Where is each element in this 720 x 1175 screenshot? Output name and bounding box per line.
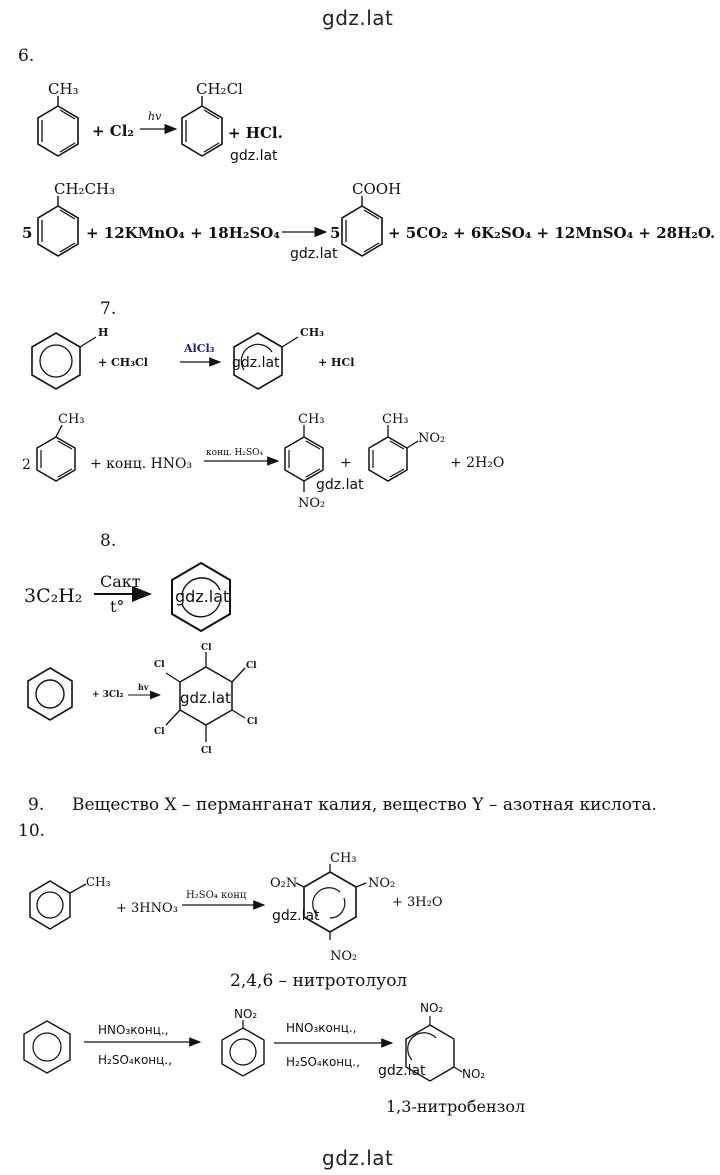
t7r2-sub1: CH₃ xyxy=(58,412,85,427)
t7r2-p2-side: NO₂ xyxy=(418,431,445,446)
t10r1-caption: 2,4,6 – нитротолуол xyxy=(230,971,407,991)
t10r2-cond2-top: HNO₃конц., xyxy=(286,1021,357,1035)
task7-benzene xyxy=(31,332,97,390)
task6-ethylbenzene xyxy=(37,196,79,257)
t7r1-reagent: + CH₃Cl xyxy=(98,356,148,369)
t6r1-cond: hv xyxy=(148,110,162,123)
task7-para-nitrotoluene xyxy=(284,425,324,492)
t6r2-sub1: CH₂CH₃ xyxy=(54,180,115,198)
task6-benzoic-acid xyxy=(341,196,383,257)
watermark-bottom: gdz.lat xyxy=(322,1146,394,1170)
t8r2-cl-1: Cl xyxy=(201,643,212,653)
watermark-inline-1: gdz.lat xyxy=(230,148,278,164)
t6r1-plus: + Cl₂ xyxy=(92,122,134,140)
task7-ortho-nitrotoluene xyxy=(368,425,419,482)
t8r1-cond-bottom: t° xyxy=(110,597,124,616)
t10r2-p-side: NO₂ xyxy=(462,1067,485,1081)
task8-hexachlorocyclohexane xyxy=(165,652,246,742)
task8-benzene-reactant xyxy=(27,667,73,721)
task10-toluene xyxy=(29,880,87,930)
task8-benzene-product xyxy=(171,561,231,633)
t7r2-cond: конц. H₂SO₄ xyxy=(206,448,264,458)
task-9-text: Вещество X – перманганат калия, вещество… xyxy=(72,795,657,815)
watermark-inline-6: gdz.lat xyxy=(180,689,231,707)
t10r2-cond1-bottom: H₂SO₄конц., xyxy=(98,1053,172,1067)
t6r2-sub2: COOH xyxy=(352,180,401,198)
t10r2-mid-sub: NO₂ xyxy=(234,1007,257,1021)
watermark-inline-5: gdz.lat xyxy=(175,587,229,606)
t7r2-p1-top: CH₃ xyxy=(298,412,325,427)
t6r2-products: + 5CO₂ + 6K₂SO₄ + 12MnSO₄ + 28H₂O. xyxy=(388,224,715,242)
watermark-inline-4: gdz.lat xyxy=(316,477,364,493)
t8r2-reagent: + 3Cl₂ xyxy=(92,690,124,700)
watermark-inline-3: gdz.lat xyxy=(232,355,280,371)
t10r1-tail: + 3H₂O xyxy=(392,895,443,910)
t8r1-reagent: 3C₂H₂ xyxy=(24,585,82,607)
t10r1-p-top: CH₃ xyxy=(330,851,357,866)
t7r2-coef: 2 xyxy=(22,457,31,473)
t6r2-coef2: 5 xyxy=(330,224,340,242)
task-8-number: 8. xyxy=(100,531,116,551)
t8r2-cl-4: Cl xyxy=(247,717,258,727)
t10r2-caption: 1,3-нитробензол xyxy=(386,1097,525,1116)
t10r1-p-bottom: NO₂ xyxy=(330,949,357,964)
t7r1-sub2: CH₃ xyxy=(300,326,324,339)
t10r1-p-right: NO₂ xyxy=(368,876,395,891)
t10r1-sub1: CH₃ xyxy=(86,875,111,889)
t7r2-p2-top: CH₃ xyxy=(382,412,409,427)
task10-trinitrotoluene xyxy=(295,864,367,940)
t7r2-reagent: + конц. HNO₃ xyxy=(90,456,192,472)
t6r2-coef1: 5 xyxy=(22,224,32,242)
t7r2-plus: + xyxy=(340,455,352,471)
task-6-number: 6. xyxy=(18,46,35,66)
task10-benzene xyxy=(23,1020,71,1074)
task6-benzyl-chloride xyxy=(181,96,223,157)
t6r2-reagents: + 12KMnO₄ + 18H₂SO₄ xyxy=(86,224,280,242)
t6r1-sub2: CH₂Cl xyxy=(196,80,243,98)
t7r2-p1-bottom: NO₂ xyxy=(298,496,325,511)
t8r2-cl-2: Cl xyxy=(246,661,257,671)
watermark-inline-8: gdz.lat xyxy=(378,1063,426,1079)
task-10-number: 10. xyxy=(18,821,45,841)
t10r1-reagent: + 3HNO₃ xyxy=(116,901,178,916)
t7r1-cat: AlCl₃ xyxy=(183,342,215,355)
task10-dinitrobenzene xyxy=(405,1016,463,1082)
t10r1-p-left: O₂N xyxy=(270,876,297,891)
watermark-top: gdz.lat xyxy=(322,6,394,30)
t8r1-cond-top: Cакт xyxy=(100,572,141,591)
task10-nitrobenzene xyxy=(221,1020,265,1077)
task-7-number: 7. xyxy=(100,299,116,319)
t10r2-cond1-top: HNO₃конц., xyxy=(98,1023,169,1037)
t7r2-tail: + 2H₂O xyxy=(450,455,504,471)
task7-toluene xyxy=(233,332,299,390)
t8r2-cond: hv xyxy=(138,682,149,692)
t6r1-sub1: CH₃ xyxy=(48,80,79,98)
t8r2-cl-3: Cl xyxy=(154,660,165,670)
t10r2-p-top: NO₂ xyxy=(420,1001,443,1015)
t10r2-cond2-bottom: H₂SO₄конц., xyxy=(286,1055,360,1069)
t10r1-cond: H₂SO₄ конц xyxy=(186,890,247,901)
task6-toluene xyxy=(37,96,79,157)
t7r1-sub1: H xyxy=(98,326,108,339)
task7-toluene-2 xyxy=(36,424,76,482)
task-9-number: 9. xyxy=(28,795,44,815)
t8r2-cl-6: Cl xyxy=(201,746,212,756)
watermark-inline-7: gdz.lat xyxy=(272,908,320,924)
t8r2-cl-5: Cl xyxy=(154,727,165,737)
t6r1-tail: + HCl. xyxy=(228,124,283,142)
t7r1-tail: + HCl xyxy=(318,356,354,369)
watermark-inline-2: gdz.lat xyxy=(290,246,338,262)
